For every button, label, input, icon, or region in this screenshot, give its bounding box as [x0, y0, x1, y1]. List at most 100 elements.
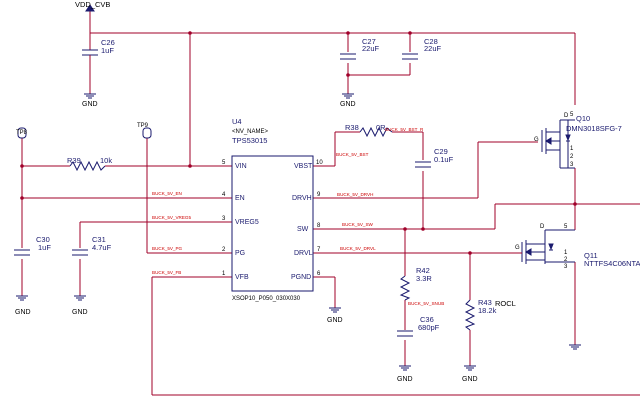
- pin-vfb: VFB: [235, 274, 249, 281]
- capacitor-c29[interactable]: C29 0.1uF: [415, 147, 454, 168]
- net-drvl: BUCK_5V_DRVL: [340, 246, 376, 251]
- capacitor-c36[interactable]: C36 680pF: [397, 315, 440, 337]
- svg-text:7: 7: [317, 247, 321, 253]
- capacitor-c27[interactable]: C27 22uF: [340, 37, 380, 60]
- svg-text:GND: GND: [82, 101, 98, 108]
- test-point-tp9[interactable]: TP9: [137, 123, 152, 139]
- svg-text:C31: C31: [92, 235, 106, 244]
- svg-text:R39: R39: [67, 156, 81, 165]
- svg-text:C30: C30: [36, 235, 50, 244]
- net-sw: BUCK_5V_SW: [342, 222, 374, 227]
- svg-text:0R: 0R: [376, 123, 386, 132]
- ground-c36: GND: [397, 365, 413, 383]
- svg-text:R43: R43: [478, 298, 492, 307]
- svg-text:10: 10: [316, 160, 323, 166]
- ground-c31: GND: [72, 295, 88, 316]
- resistor-r42[interactable]: R42 3.3R: [399, 266, 432, 301]
- svg-text:22uF: 22uF: [424, 44, 442, 53]
- pin-vreg5: VREG5: [235, 219, 259, 226]
- svg-text:18.2k: 18.2k: [478, 306, 497, 315]
- svg-text:5: 5: [564, 224, 568, 230]
- wires: [21, 9, 640, 396]
- svg-text:1: 1: [222, 271, 226, 277]
- ground-c30: GND: [15, 295, 31, 316]
- net-pg: BUCK_5V_PG: [152, 246, 183, 251]
- svg-text:Q11: Q11: [584, 251, 598, 260]
- svg-text:C28: C28: [424, 37, 438, 46]
- svg-text:D: D: [540, 224, 545, 230]
- svg-text:G: G: [515, 245, 520, 251]
- svg-text:22uF: 22uF: [362, 44, 380, 53]
- ic-u4[interactable]: U4 <NV_NAME> TPS53015 XSOP10_P050_030X03…: [222, 117, 323, 302]
- svg-text:10k: 10k: [100, 156, 112, 165]
- pin-sw: SW: [297, 226, 309, 233]
- svg-text:0.1uF: 0.1uF: [434, 155, 454, 164]
- svg-text:2: 2: [222, 247, 226, 253]
- capacitor-c26[interactable]: C26 1uF: [82, 38, 115, 61]
- svg-text:2: 2: [570, 154, 574, 160]
- svg-text:4.7uF: 4.7uF: [92, 243, 112, 252]
- resistor-r43[interactable]: R43 18.2k ROCL: [464, 298, 516, 331]
- net-labels: BUCK_5V_BST BUCK_5V_BST_R BUCK_5V_EN BUC…: [152, 127, 444, 306]
- svg-text:GND: GND: [327, 317, 343, 324]
- ground-c26: GND: [82, 93, 98, 108]
- pin-vbst: VBST: [294, 163, 313, 170]
- resistor-r38[interactable]: R38 0R: [345, 123, 393, 138]
- svg-text:<NV_NAME>: <NV_NAME>: [232, 129, 269, 135]
- svg-text:C27: C27: [362, 37, 376, 46]
- svg-text:2: 2: [564, 257, 568, 263]
- svg-text:9: 9: [317, 192, 321, 198]
- pin-drvl: DRVL: [294, 250, 313, 257]
- svg-text:GND: GND: [72, 309, 88, 316]
- net-bst: BUCK_5V_BST: [336, 152, 369, 157]
- svg-text:3: 3: [222, 216, 226, 222]
- svg-text:R42: R42: [416, 266, 430, 275]
- svg-text:R38: R38: [345, 123, 359, 132]
- net-fb: BUCK_5V_FB: [152, 270, 181, 275]
- svg-text:C29: C29: [434, 147, 448, 156]
- junctions: [20, 31, 577, 255]
- net-bst-r: BUCK_5V_BST_R: [385, 127, 424, 132]
- svg-text:C26: C26: [101, 38, 115, 47]
- svg-text:5: 5: [570, 112, 574, 118]
- svg-text:C36: C36: [420, 315, 434, 324]
- svg-text:3: 3: [564, 264, 568, 270]
- svg-text:D: D: [564, 113, 569, 119]
- svg-text:ROCL: ROCL: [495, 299, 516, 308]
- svg-text:3.3R: 3.3R: [416, 274, 432, 283]
- capacitor-c31[interactable]: C31 4.7uF: [72, 235, 112, 256]
- capacitor-c28[interactable]: C28 22uF: [402, 37, 442, 60]
- pin-pgnd: PGND: [291, 274, 311, 281]
- svg-text:1uF: 1uF: [38, 243, 51, 252]
- pin-drvh: DRVH: [292, 195, 312, 202]
- net-snub: BUCK_5V_SNUB: [408, 301, 444, 306]
- svg-text:GND: GND: [340, 101, 356, 108]
- test-point-tp8[interactable]: TP8: [16, 127, 28, 139]
- svg-text:680pF: 680pF: [418, 323, 440, 332]
- svg-text:1uF: 1uF: [101, 46, 114, 55]
- svg-text:1: 1: [564, 250, 568, 256]
- svg-text:1: 1: [570, 146, 574, 152]
- svg-text:8: 8: [317, 223, 321, 229]
- svg-text:TP9: TP9: [137, 123, 149, 129]
- net-vreg: BUCK_5V_VREG5: [152, 215, 192, 220]
- svg-text:DMN3018SFG-7: DMN3018SFG-7: [566, 124, 622, 133]
- capacitor-c30[interactable]: C30 1uF: [14, 235, 51, 256]
- net-drvh: BUCK_5V_DRVH: [337, 192, 373, 197]
- svg-text:TPS53015: TPS53015: [232, 136, 267, 145]
- svg-text:4: 4: [222, 192, 226, 198]
- resistor-r39[interactable]: R39 10k: [67, 156, 112, 172]
- ground-c27: GND: [340, 93, 356, 108]
- mosfet-q10[interactable]: G D 5 1 2 3 Q10 DMN3018SFG-7: [534, 112, 622, 169]
- pin-pg: PG: [235, 250, 245, 257]
- svg-text:Q10: Q10: [576, 114, 590, 123]
- svg-text:5: 5: [222, 160, 226, 166]
- ground-q11: [569, 344, 581, 350]
- svg-text:U4: U4: [232, 117, 242, 126]
- net-en: BUCK_5V_EN: [152, 191, 182, 196]
- svg-text:TP8: TP8: [16, 130, 28, 136]
- pin-en: EN: [235, 195, 245, 202]
